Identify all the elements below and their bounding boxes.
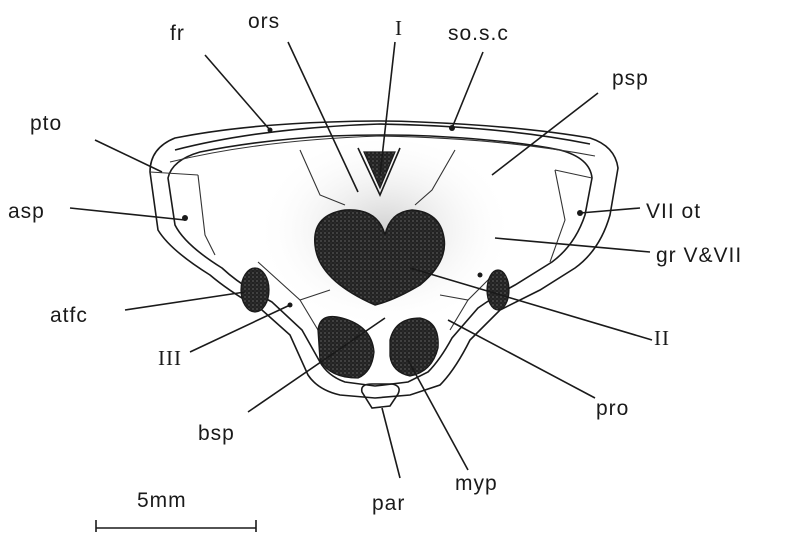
label-myp: myp <box>455 472 498 495</box>
label-atfc: atfc <box>50 304 88 327</box>
left-foramen <box>241 268 269 312</box>
label-II: II <box>654 326 670 350</box>
label-I: I <box>395 16 403 40</box>
label-par: par <box>372 492 405 515</box>
label-asp: asp <box>8 200 45 223</box>
label-grVVII: gr V&VII <box>656 244 742 267</box>
right-myodome <box>390 318 438 376</box>
label-VIIot: VII ot <box>646 200 701 223</box>
right-foramen <box>487 270 509 310</box>
label-fr: fr <box>170 22 185 45</box>
label-pro: pro <box>596 397 629 420</box>
label-III: III <box>158 346 182 370</box>
label-psp: psp <box>612 67 649 90</box>
label-pto: pto <box>30 112 62 135</box>
label-bsp: bsp <box>198 422 235 445</box>
scale-bar: 5mm <box>96 489 256 532</box>
label-ors: ors <box>248 10 280 33</box>
label-sosc: so.s.c <box>448 22 509 45</box>
pro-dot <box>478 273 483 278</box>
scale-bar-label: 5mm <box>137 489 187 512</box>
